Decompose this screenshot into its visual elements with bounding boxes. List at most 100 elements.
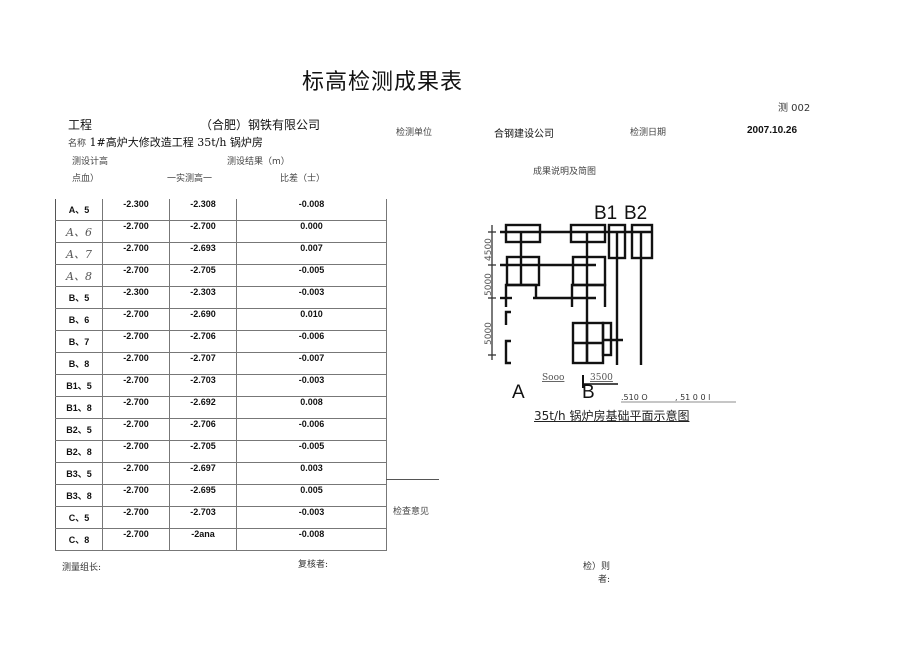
measured-elevation-cell: -2.707	[169, 352, 237, 375]
point-cell: A、7	[55, 242, 103, 265]
point-cell: B2、5	[55, 418, 103, 441]
design-elevation-cell: -2.300	[102, 199, 170, 221]
dim-3500: 3500	[590, 373, 613, 383]
measured-elevation-cell: -2ana	[169, 528, 237, 551]
difference-cell: 0.007	[236, 242, 387, 265]
difference-cell: 0.005	[236, 484, 387, 507]
design-elevation-header: 测设计高	[72, 157, 109, 167]
measured-elevation-cell: -2.706	[169, 418, 237, 441]
point-cell: C、5	[55, 506, 103, 529]
inspector-label-line1: 检）则	[583, 562, 611, 572]
measured-elevation-cell: -2.693	[169, 242, 237, 265]
measured-elevation-cell: -2.703	[169, 506, 237, 529]
design-elevation-cell: -2.700	[102, 440, 170, 463]
difference-cell: 0.003	[236, 462, 387, 485]
point-cell: C、8	[55, 528, 103, 551]
project-line: 工程 （合肥）钢铁有限公司	[68, 116, 320, 133]
inspection-unit: 合钢建设公司	[494, 129, 554, 140]
point-cell: A、6	[55, 220, 103, 243]
company-name: （合肥）钢铁有限公司	[200, 118, 321, 132]
point-header: 点血）	[72, 174, 100, 184]
dim-right-a: .510 O	[621, 393, 648, 402]
measured-elevation-cell: -2.308	[169, 199, 237, 221]
dim-right-b: , 51 0 0 l	[675, 393, 710, 402]
design-elevation-cell: -2.700	[102, 308, 170, 331]
design-elevation-cell: -2.700	[102, 220, 170, 243]
point-cell: A、5	[55, 199, 103, 221]
design-elevation-cell: -2.700	[102, 330, 170, 353]
axis-label-b1: B1	[594, 203, 617, 224]
design-elevation-cell: -2.700	[102, 352, 170, 375]
survey-leader-label: 测量组长:	[62, 563, 102, 573]
measured-elevation-cell: -2.705	[169, 440, 237, 463]
dim-sooo: Sooo	[542, 373, 564, 383]
difference-cell: -0.006	[236, 330, 387, 353]
axis-label-b: B	[582, 382, 595, 403]
design-elevation-cell: -2.700	[102, 418, 170, 441]
foundation-plan-diagram: 4500 5000 5000 B1 B2 A B Sooo 3500 .510 …	[484, 203, 736, 403]
table-row: B、8-2.700-2.707-0.007	[55, 352, 387, 375]
measured-elevation-cell: -2.692	[169, 396, 237, 419]
design-elevation-cell: -2.700	[102, 506, 170, 529]
diff-header: 比差（士）	[280, 174, 326, 184]
difference-cell: 0.000	[236, 220, 387, 243]
inspection-date-label: 检测日期	[630, 128, 667, 138]
difference-cell: -0.008	[236, 528, 387, 551]
dim-4500: 4500	[484, 238, 494, 261]
table-row: B2、5-2.700-2.706-0.006	[55, 418, 387, 441]
table-row: A、8-2.700-2.705-0.005	[55, 264, 387, 287]
measured-header: 一实测高一	[167, 174, 213, 184]
design-elevation-cell: -2.700	[102, 374, 170, 397]
dim-5000-a: 5000	[484, 273, 494, 296]
point-cell: B、8	[55, 352, 103, 375]
design-elevation-cell: -2.700	[102, 242, 170, 265]
measured-elevation-cell: -2.697	[169, 462, 237, 485]
table-row: B1、5-2.700-2.703-0.003	[55, 374, 387, 397]
measured-elevation-cell: -2.703	[169, 374, 237, 397]
difference-cell: -0.003	[236, 286, 387, 309]
point-cell: B3、8	[55, 484, 103, 507]
dim-5000-b: 5000	[484, 322, 494, 345]
design-elevation-cell: -2.700	[102, 462, 170, 485]
measured-elevation-cell: -2.706	[169, 330, 237, 353]
table-row: A、5-2.300-2.308-0.008	[55, 199, 387, 221]
results-description-label: 成果说明及简图	[533, 167, 597, 177]
axis-label-a: A	[512, 382, 525, 403]
measured-elevation-cell: -2.690	[169, 308, 237, 331]
difference-cell: -0.003	[236, 506, 387, 529]
design-elevation-cell: -2.700	[102, 484, 170, 507]
table-row: B、5-2.300-2.303-0.003	[55, 286, 387, 309]
table-row: C、8-2.700-2ana-0.008	[55, 528, 387, 551]
point-cell: B1、8	[55, 396, 103, 419]
difference-cell: -0.007	[236, 352, 387, 375]
point-cell: B、7	[55, 330, 103, 353]
design-elevation-cell: -2.700	[102, 264, 170, 287]
axis-label-b2: B2	[624, 203, 647, 224]
point-cell: B、6	[55, 308, 103, 331]
point-cell: B2、8	[55, 440, 103, 463]
table-row: B、7-2.700-2.706-0.006	[55, 330, 387, 353]
difference-cell: -0.003	[236, 374, 387, 397]
project-label: 工程	[68, 118, 93, 132]
result-header: 测设结果（m）	[227, 157, 290, 167]
difference-cell: 0.010	[236, 308, 387, 331]
difference-cell: -0.006	[236, 418, 387, 441]
point-cell: A、8	[55, 264, 103, 287]
measured-elevation-cell: -2.705	[169, 264, 237, 287]
point-cell: B3、5	[55, 462, 103, 485]
measured-elevation-cell: -2.695	[169, 484, 237, 507]
point-cell: B1、5	[55, 374, 103, 397]
opinion-divider	[386, 479, 439, 480]
inspection-date: 2007.10.26	[747, 125, 798, 136]
project-name-line: 名称 1#高炉大修改造工程 35t/h 锅炉房	[68, 134, 263, 150]
design-elevation-cell: -2.700	[102, 528, 170, 551]
measured-elevation-cell: -2.700	[169, 220, 237, 243]
point-cell: B、5	[55, 286, 103, 309]
